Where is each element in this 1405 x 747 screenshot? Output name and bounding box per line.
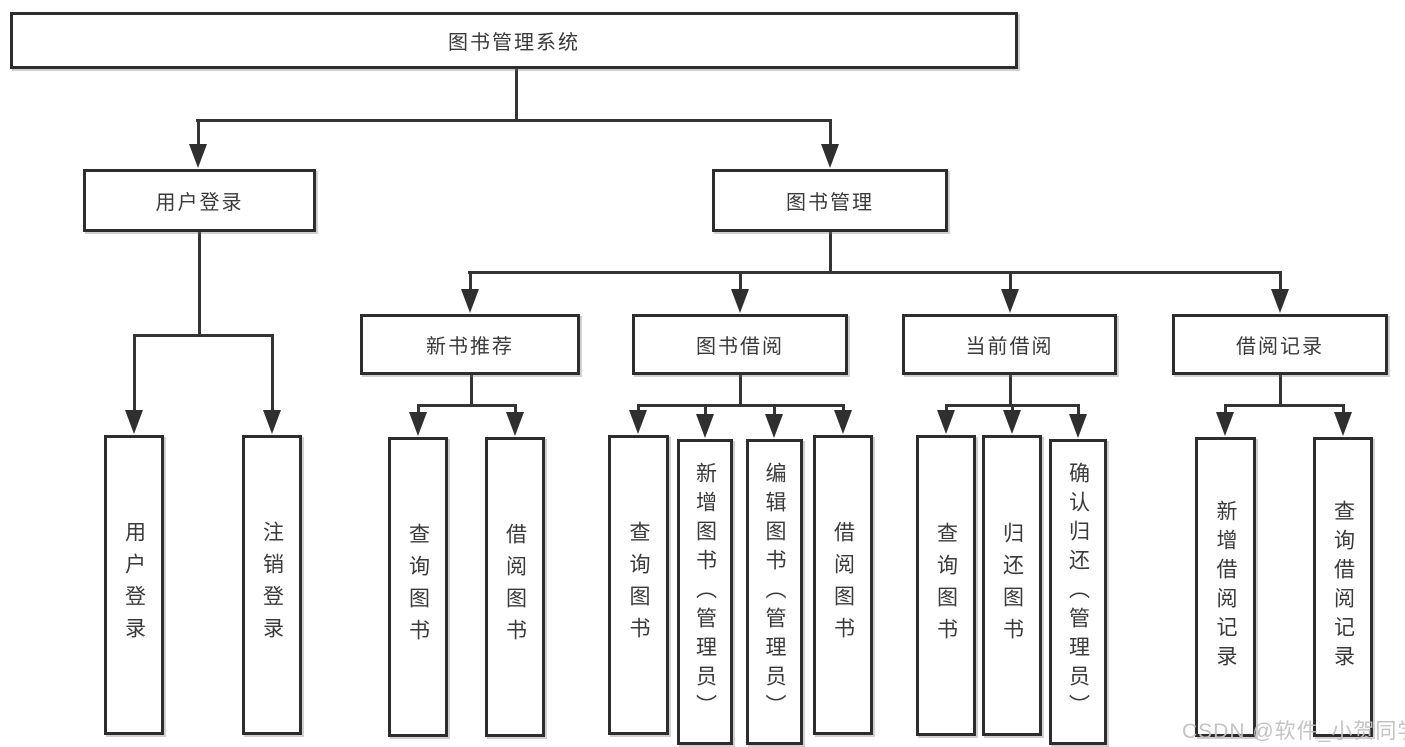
connector-line-vertical: [197, 232, 201, 337]
connector-line-vertical: [738, 375, 742, 407]
node-book-borrowing: 图书借阅: [632, 314, 848, 375]
arrow-down-icon: [189, 144, 207, 168]
leaf-query-borrow-record: 查询借阅记录: [1313, 437, 1373, 737]
arrow-down-icon: [1271, 289, 1289, 313]
arrow-down-icon: [834, 410, 852, 434]
connector-line-horizontal: [637, 403, 845, 407]
arrow-stem: [772, 405, 776, 416]
connector-line-vertical: [1278, 375, 1282, 407]
arrow-stem: [738, 272, 742, 291]
node-label: 新增借阅记录: [1214, 500, 1237, 674]
node-label: 图书借阅: [696, 336, 784, 358]
node-label: 借阅图书: [831, 521, 855, 649]
arrow-stem: [270, 335, 274, 412]
leaf-confirm-return-admin: 确认归还（管理员）: [1049, 439, 1107, 745]
arrow-down-icon: [125, 410, 143, 434]
node-label: 用户登录: [155, 192, 244, 214]
leaf-query-books-3: 查询图书: [916, 435, 976, 736]
arrow-stem: [416, 405, 420, 414]
leaf-borrow-books-1: 借阅图书: [485, 437, 545, 737]
connector-line-horizontal: [468, 270, 1282, 274]
arrow-down-icon: [409, 412, 427, 436]
node-new-book-recommend: 新书推荐: [360, 314, 580, 375]
arrow-stem: [1008, 272, 1012, 291]
arrow-down-icon: [821, 144, 839, 168]
connector-line-vertical: [514, 68, 518, 122]
connector-line-vertical: [469, 375, 473, 407]
leaf-edit-book-admin: 编辑图书（管理员）: [746, 439, 803, 745]
arrow-down-icon: [263, 410, 281, 434]
node-user-login: 用户登录: [83, 169, 316, 232]
arrow-down-icon: [1069, 414, 1087, 438]
connector-line-horizontal: [1224, 403, 1345, 407]
arrow-down-icon: [765, 414, 783, 438]
arrow-down-icon: [461, 289, 479, 313]
arrow-down-icon: [1334, 412, 1352, 436]
node-label: 编辑图书（管理员）: [763, 461, 786, 723]
leaf-query-books-1: 查询图书: [388, 437, 448, 737]
node-label: 新增图书（管理员）: [693, 461, 717, 723]
arrow-stem: [636, 405, 640, 412]
leaf-user-login: 用户登录: [104, 435, 164, 735]
watermark: CSDN @软件_小贺同学: [1182, 720, 1405, 743]
node-current-borrowing: 当前借阅: [902, 314, 1117, 375]
arrow-down-icon: [937, 410, 955, 434]
arrow-down-icon: [1003, 410, 1021, 434]
arrow-stem: [196, 120, 200, 146]
arrow-down-icon: [731, 289, 749, 313]
node-label: 用户登录: [122, 521, 146, 649]
node-label: 借阅记录: [1236, 336, 1324, 358]
arrow-stem: [1076, 405, 1080, 416]
node-book-management: 图书管理: [712, 169, 948, 232]
connector-line-horizontal: [417, 403, 517, 407]
arrow-down-icon: [696, 414, 714, 438]
node-label: 借阅图书: [503, 523, 527, 651]
arrow-stem: [1341, 405, 1345, 414]
connector-line-horizontal: [196, 118, 832, 122]
arrow-stem: [703, 405, 707, 416]
leaf-logout-login: 注销登录: [242, 435, 302, 735]
node-label: 图书管理系统: [448, 32, 580, 54]
connector-line-vertical: [828, 232, 832, 274]
node-label: 查询图书: [934, 521, 958, 650]
node-label: 注销登录: [260, 521, 284, 649]
leaf-return-books: 归还图书: [982, 435, 1042, 736]
arrow-stem: [513, 405, 517, 414]
leaf-borrow-books-2: 借阅图书: [813, 435, 873, 735]
node-label: 新书推荐: [426, 336, 514, 358]
arrow-stem: [468, 272, 472, 291]
node-label: 查询借阅记录: [1331, 500, 1355, 674]
arrow-stem: [1010, 405, 1014, 412]
arrow-stem: [132, 335, 136, 412]
connector-line-vertical: [1008, 375, 1012, 407]
arrow-stem: [944, 405, 948, 412]
node-label: 确认归还（管理员）: [1066, 461, 1090, 723]
arrow-stem: [1223, 405, 1227, 414]
node-library-management-system: 图书管理系统: [10, 12, 1018, 69]
leaf-add-book-admin: 新增图书（管理员）: [677, 439, 733, 745]
arrow-stem: [841, 405, 845, 412]
node-label: 查询图书: [406, 523, 430, 651]
node-label: 图书管理: [786, 192, 874, 214]
arrow-down-icon: [1001, 289, 1019, 313]
connector-line-horizontal: [133, 333, 274, 337]
arrow-down-icon: [506, 412, 524, 436]
node-label: 归还图书: [1000, 521, 1024, 650]
node-borrowing-records: 借阅记录: [1172, 314, 1388, 375]
arrow-down-icon: [629, 410, 647, 434]
leaf-query-books-2: 查询图书: [608, 435, 669, 735]
arrow-stem: [1278, 272, 1282, 291]
leaf-add-borrow-record: 新增借阅记录: [1195, 437, 1256, 737]
node-label: 查询图书: [627, 521, 650, 649]
arrow-down-icon: [1216, 412, 1234, 436]
node-label: 当前借阅: [965, 336, 1054, 358]
arrow-stem: [828, 120, 832, 146]
